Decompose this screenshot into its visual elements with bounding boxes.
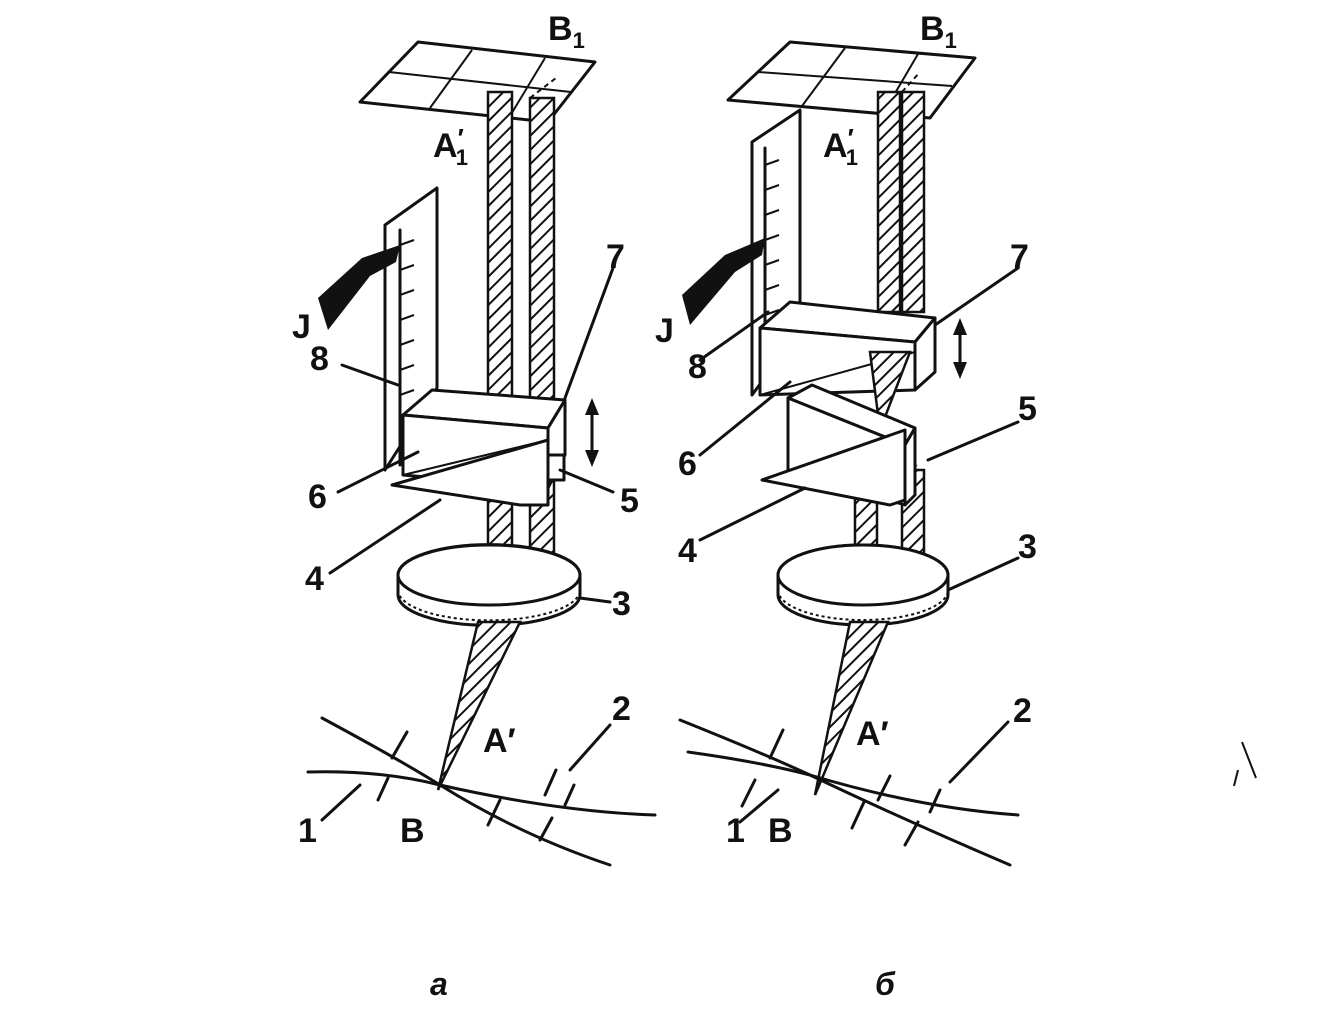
label-1: 1	[726, 812, 745, 850]
objective-disk-3	[776, 543, 950, 627]
label-2: 2	[612, 690, 631, 728]
screen-b1	[358, 40, 597, 124]
label-a-prime: A′	[856, 715, 889, 753]
label-3: 3	[1018, 528, 1037, 566]
move-double-arrow	[953, 318, 967, 379]
surface-2	[686, 750, 1020, 817]
prism-wedge-4	[390, 438, 550, 507]
label-6: 6	[678, 445, 697, 483]
label-j: J	[292, 308, 311, 346]
label-2: 2	[1013, 692, 1032, 730]
beam-left	[486, 90, 514, 614]
screen-b1	[726, 40, 977, 120]
label-b1: B1	[920, 10, 957, 53]
label-7: 7	[1010, 238, 1029, 276]
figure-b: B1 A′1 J 8 7 6 5 4 3 2 A′ 1 B б	[655, 10, 1037, 1002]
label-8: 8	[310, 340, 329, 378]
label-a1-prime: A′1	[823, 123, 858, 170]
surface-2	[320, 716, 612, 867]
prism-block-7	[758, 300, 937, 397]
label-a1-prime: A′1	[433, 123, 468, 170]
beam-right	[900, 71, 926, 567]
surface-1	[306, 770, 657, 817]
figure-a: B1 A′1 J 8 7 6 5 4 3 2 A′ 1 B а	[292, 10, 657, 1002]
label-5: 5	[620, 482, 639, 520]
wedge-5	[546, 453, 566, 482]
label-b: B	[768, 812, 793, 850]
eyepiece-j-pointer	[318, 245, 400, 330]
caption-b: б	[875, 966, 896, 1002]
label-b: B	[400, 812, 425, 850]
label-4: 4	[305, 560, 324, 598]
label-5: 5	[1018, 390, 1037, 428]
label-6: 6	[308, 478, 327, 516]
label-7: 7	[606, 238, 625, 276]
move-double-arrow	[585, 398, 599, 467]
scan-speck	[1233, 741, 1257, 787]
label-4: 4	[678, 532, 697, 570]
converging-beam	[813, 620, 890, 796]
label-j: J	[655, 312, 674, 350]
eyepiece-j-pointer	[682, 238, 765, 325]
label-1: 1	[298, 812, 317, 850]
surface-ticks	[740, 728, 942, 847]
label-a-prime: A′	[483, 722, 516, 760]
label-3: 3	[612, 585, 631, 623]
objective-disk-3	[396, 543, 582, 627]
caption-a: а	[430, 966, 448, 1002]
leader-lines-b	[698, 266, 1020, 824]
surface-ticks	[376, 730, 576, 842]
label-8: 8	[688, 348, 707, 386]
leader-lines-a	[320, 266, 615, 822]
prism-wedge-4	[760, 428, 907, 507]
converging-beam	[436, 620, 523, 791]
label-b1: B1	[548, 10, 585, 53]
